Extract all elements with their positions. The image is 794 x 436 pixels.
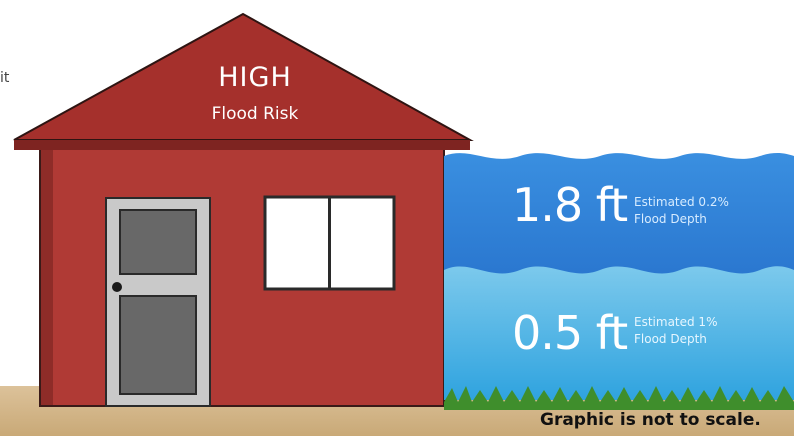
door-lower-panel (119, 295, 197, 395)
water-shallow-layer (444, 266, 794, 400)
depth-1-caption-line1: Estimated 1% (634, 315, 718, 329)
depth-1-caption: Estimated 1% Flood Depth (634, 314, 717, 348)
scale-note: Graphic is not to scale. (540, 410, 761, 430)
door-knob-icon (112, 282, 122, 292)
depth-1-value: 0.5 ft (512, 306, 628, 360)
depth-02-caption-line2: Flood Depth (634, 212, 707, 226)
depth-02-caption-line1: Estimated 0.2% (634, 195, 729, 209)
roof-shadow (14, 140, 470, 150)
door (105, 197, 211, 407)
depth-02-value: 1.8 ft (512, 178, 628, 232)
cropped-text: it (0, 70, 10, 86)
door-upper-panel (119, 209, 197, 275)
depth-1-caption-line2: Flood Depth (634, 332, 707, 346)
depth-02-caption: Estimated 0.2% Flood Depth (634, 194, 729, 228)
window (263, 195, 396, 291)
grass (444, 386, 794, 410)
risk-category-label: Flood Risk (211, 104, 299, 124)
wall-shadow (41, 137, 53, 405)
risk-level-label: HIGH (218, 62, 292, 93)
